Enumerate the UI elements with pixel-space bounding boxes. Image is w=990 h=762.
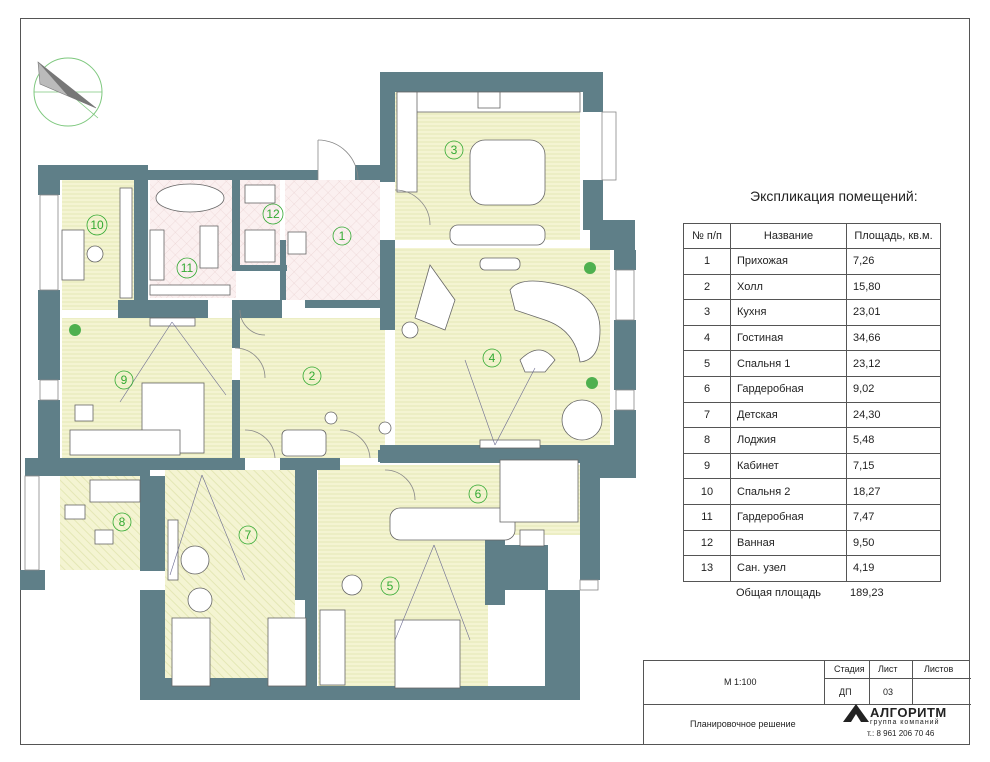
row-number: 2 (683, 273, 731, 301)
sheets-label: Листов (924, 664, 954, 674)
room-name: Гардеробная (730, 375, 847, 403)
logo-icon (843, 704, 869, 722)
svg-text:1: 1 (339, 229, 346, 243)
room-area: 5,48 (846, 427, 941, 454)
header-num: № п/п (683, 223, 731, 249)
furniture (61, 91, 603, 689)
room-area: 7,47 (846, 503, 941, 531)
svg-text:7: 7 (245, 528, 252, 542)
room-area: 9,02 (846, 375, 941, 403)
row-number: 7 (683, 401, 731, 429)
room-name: Холл (730, 273, 847, 301)
compass-icon (33, 57, 103, 127)
scale-label: М 1:100 (724, 677, 757, 687)
room-area: 23,01 (846, 299, 941, 326)
room-area: 34,66 (846, 324, 941, 352)
header-area: Площадь, кв.м. (846, 223, 941, 249)
total-area-value: 189,23 (850, 587, 884, 599)
row-number: 10 (683, 478, 731, 505)
stage-value: ДП (839, 687, 852, 697)
row-number: 3 (683, 299, 731, 326)
sheet-label: Лист (878, 664, 898, 674)
svg-text:6: 6 (475, 487, 482, 501)
doors (234, 139, 431, 501)
row-number: 12 (683, 529, 731, 557)
drawing-title: Планировочное решение (690, 719, 796, 729)
sheet-frame (20, 18, 970, 745)
windows (24, 111, 635, 591)
svg-text:9: 9 (121, 373, 128, 387)
room-area: 7,15 (846, 452, 941, 480)
row-number: 5 (683, 350, 731, 377)
room-area: 24,30 (846, 401, 941, 429)
svg-text:5: 5 (387, 579, 394, 593)
room-name: Спальня 1 (730, 350, 847, 377)
stage-label: Стадия (834, 664, 865, 674)
row-number: 6 (683, 375, 731, 403)
walls (20, 72, 636, 700)
title-block: М 1:100 Стадия Лист Листов ДП 03 Планиро… (643, 660, 971, 745)
room-labels: 1 2 3 4 5 6 7 8 9 10 11 12 (86, 140, 502, 596)
total-area-label: Общая площадь (736, 587, 821, 599)
svg-text:4: 4 (489, 351, 496, 365)
room-name: Спальня 2 (730, 478, 847, 505)
svg-text:10: 10 (90, 218, 104, 232)
room-name: Лоджия (730, 427, 847, 454)
svg-text:12: 12 (266, 207, 280, 221)
phone-number: т.: 8 961 206 70 46 (867, 729, 935, 738)
room-name: Прихожая (730, 248, 847, 275)
room-area: 7,26 (846, 248, 941, 275)
room-area: 18,27 (846, 478, 941, 505)
header-name: Название (730, 223, 847, 249)
room-area: 23,12 (846, 350, 941, 377)
logo-subtitle: группа компаний (870, 719, 940, 726)
row-number: 4 (683, 324, 731, 352)
plant-icons (69, 262, 598, 389)
explication-title: Экспликация помещений: (750, 188, 918, 204)
room-name: Детская (730, 401, 847, 429)
room-name: Гостиная (730, 324, 847, 352)
row-number: 1 (683, 248, 731, 275)
room-area: 15,80 (846, 273, 941, 301)
row-number: 9 (683, 452, 731, 480)
row-number: 8 (683, 427, 731, 454)
room-area: 4,19 (846, 555, 941, 582)
svg-text:11: 11 (181, 261, 194, 275)
row-number: 13 (683, 555, 731, 582)
svg-text:2: 2 (309, 369, 316, 383)
row-number: 11 (683, 503, 731, 531)
light-lines (119, 321, 536, 641)
room-name: Кухня (730, 299, 847, 326)
room-name: Ванная (730, 529, 847, 557)
sheet-value: 03 (883, 687, 894, 697)
logo-text: АЛГОРИТМ (870, 705, 947, 720)
svg-text:3: 3 (451, 143, 458, 157)
svg-text:8: 8 (119, 515, 126, 529)
room-name: Кабинет (730, 452, 847, 480)
room-area: 9,50 (846, 529, 941, 557)
room-name: Сан. узел (730, 555, 847, 582)
room-name: Гардеробная (730, 503, 847, 531)
explication-header-row: № п/п Название Площадь, кв.м. (683, 223, 941, 249)
